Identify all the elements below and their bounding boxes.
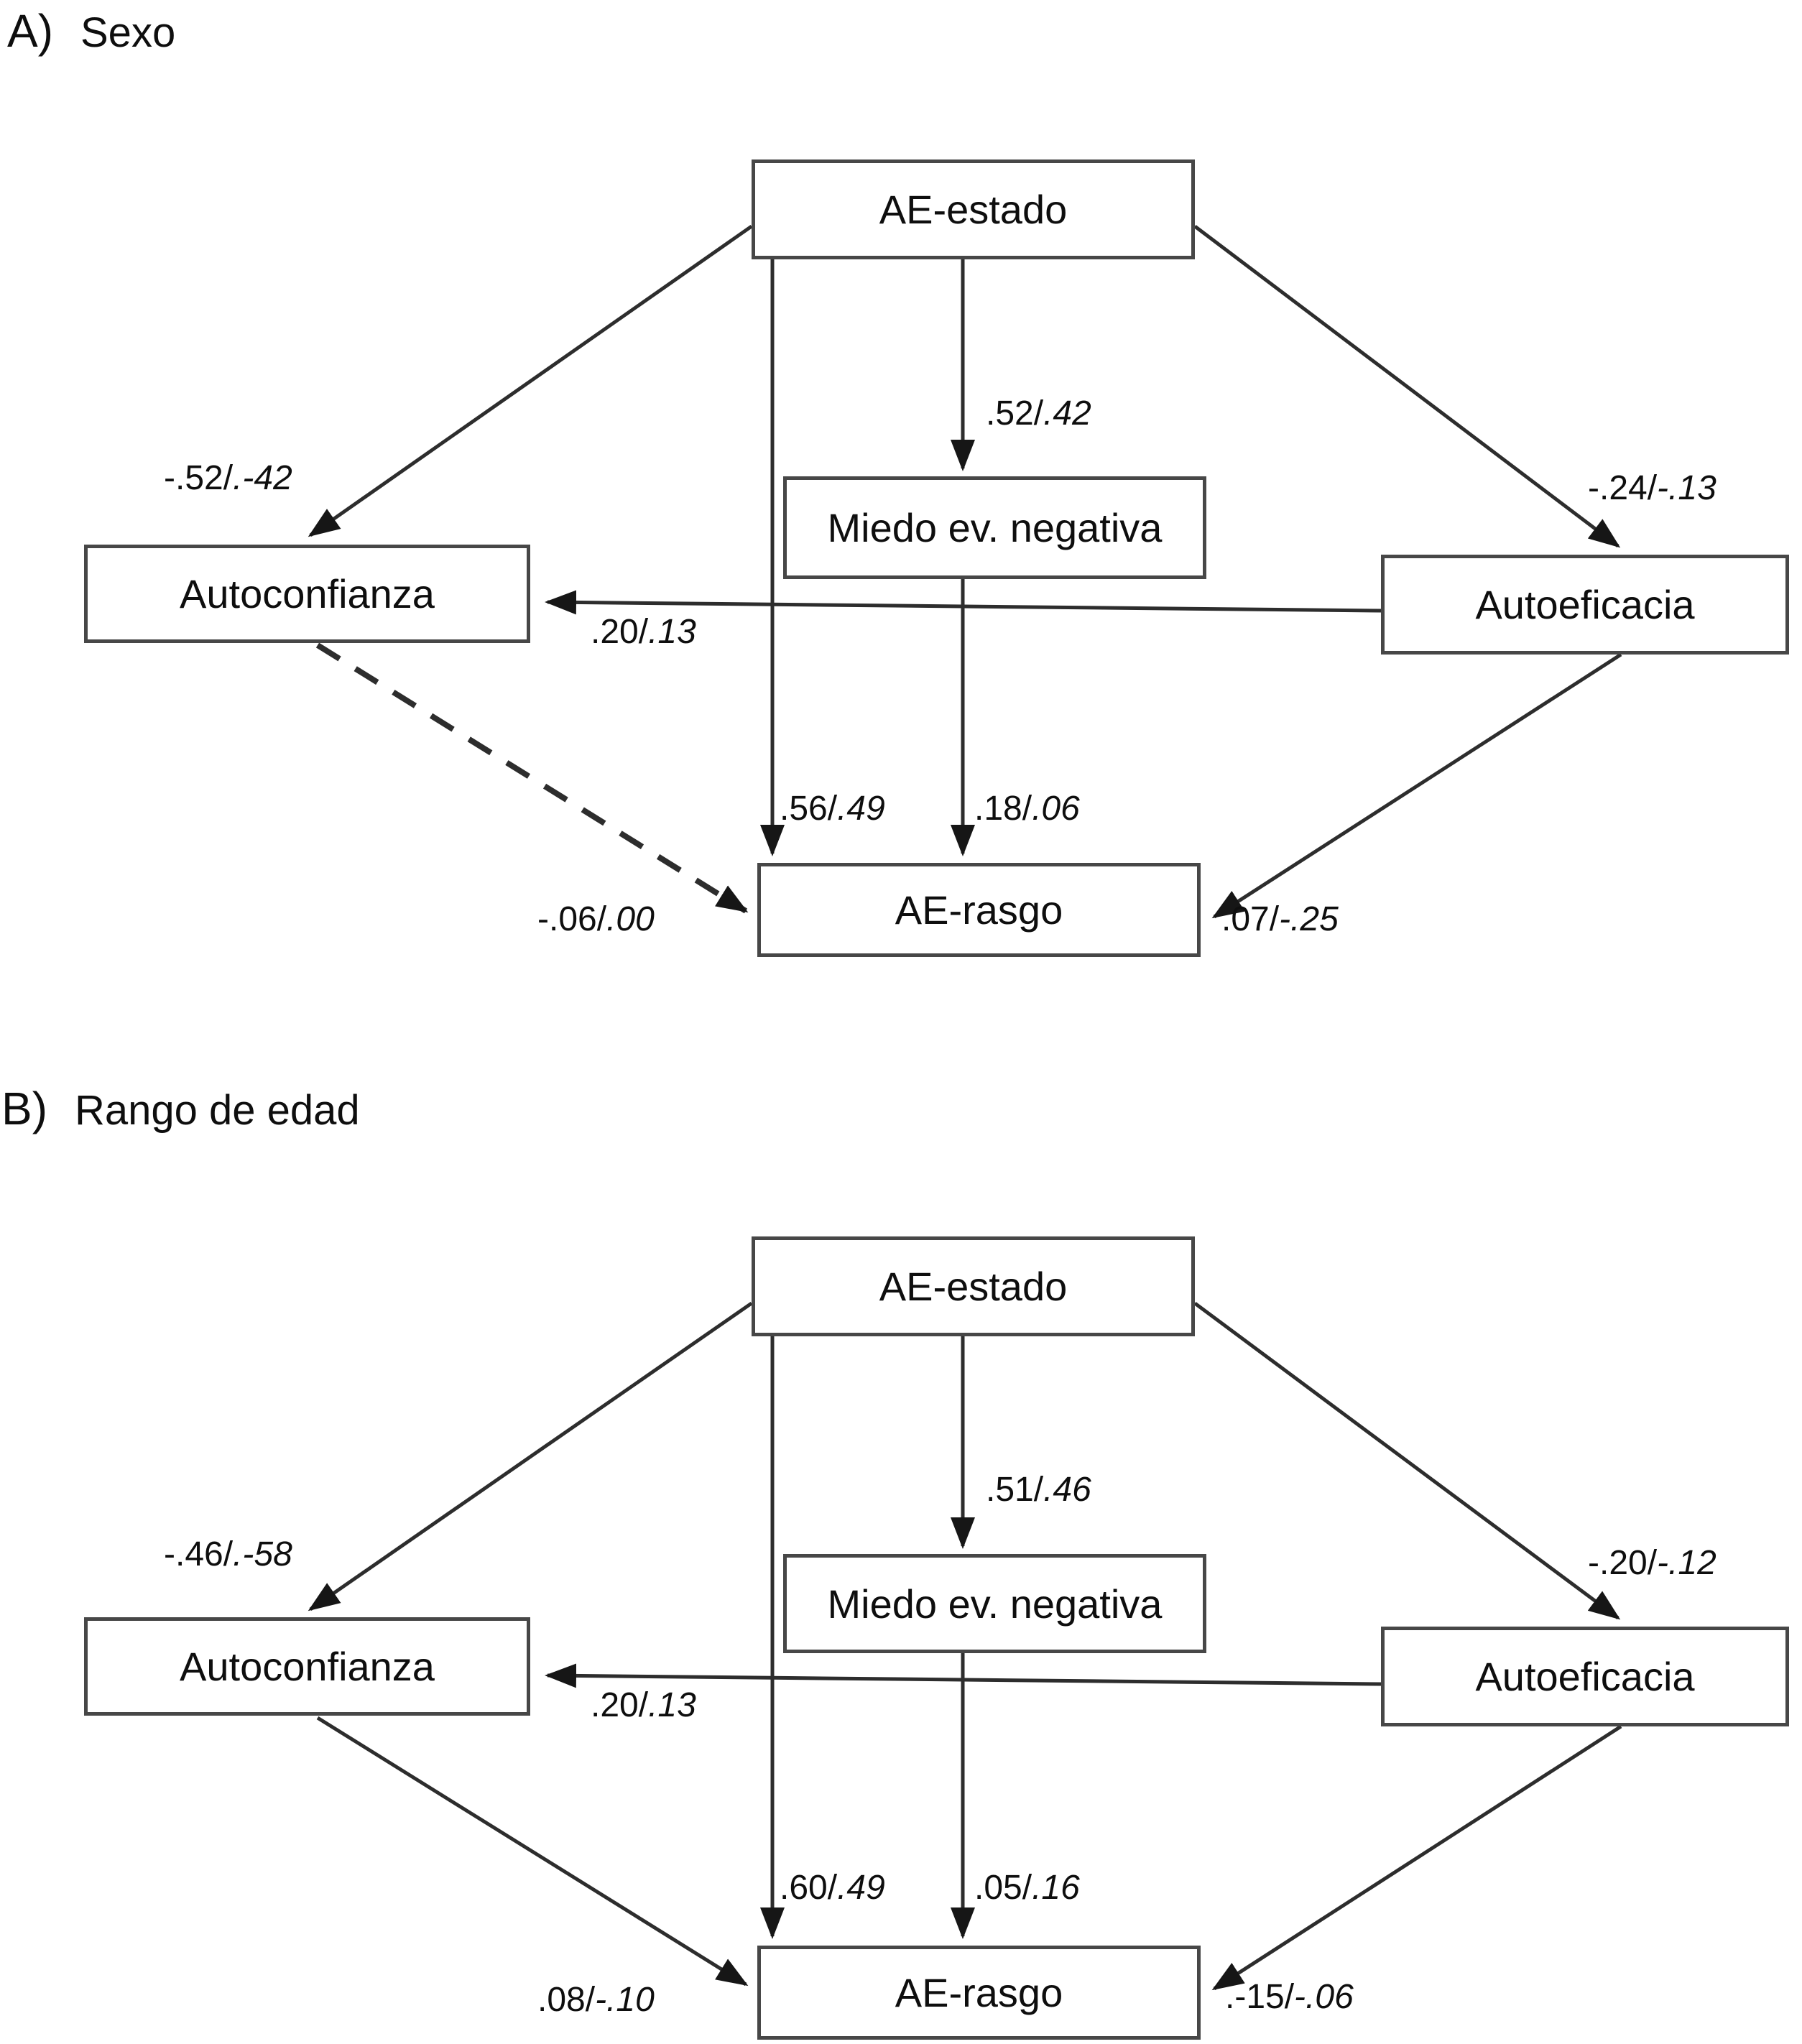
node-b-ae-rasgo-label: AE-rasgo: [895, 1970, 1063, 2015]
edge-a-estado-to-autoconfianza: [308, 224, 753, 537]
node-a-ae-rasgo: AE-rasgo: [757, 863, 1201, 957]
edge-b-estado-to-autoconfianza: [308, 1301, 753, 1611]
coef-b-autoconfianza-rasgo: .08/-.10: [537, 1981, 655, 2019]
node-b-ae-estado-label: AE-estado: [879, 1264, 1068, 1309]
node-b-miedo-label: Miedo ev. negativa: [827, 1581, 1163, 1627]
node-b-autoconfianza: Autoconfianza: [84, 1617, 530, 1716]
edge-a-estado-to-autoeficacia: [1193, 225, 1621, 548]
edge-b-estado-to-autoeficacia: [1193, 1301, 1621, 1620]
panel-a-title-text: Sexo: [80, 9, 176, 56]
node-b-miedo: Miedo ev. negativa: [783, 1554, 1206, 1653]
coef-b-estado-autoeficacia: -.20/-.12: [1588, 1544, 1716, 1582]
coef-b-estado-rasgo: .60/.49: [780, 1869, 885, 1907]
node-a-autoeficacia: Autoeficacia: [1381, 555, 1789, 655]
node-b-ae-rasgo: AE-rasgo: [757, 1946, 1201, 2040]
edge-a-autoeficacia-to-autoconfianza: [545, 590, 1382, 615]
edge-a-autoeficacia-to-rasgo: [1211, 652, 1622, 919]
panel-a-title-letter: A): [7, 5, 53, 57]
node-b-ae-estado: AE-estado: [752, 1236, 1195, 1336]
node-a-autoconfianza-label: Autoconfianza: [180, 571, 435, 616]
node-a-ae-estado-label: AE-estado: [879, 187, 1068, 232]
node-b-autoeficacia: Autoeficacia: [1381, 1627, 1789, 1726]
node-a-miedo-label: Miedo ev. negativa: [827, 505, 1163, 550]
node-a-autoeficacia-label: Autoeficacia: [1475, 582, 1695, 627]
edge-b-autoeficacia-to-rasgo: [1211, 1724, 1622, 1991]
node-a-autoconfianza: Autoconfianza: [84, 545, 530, 643]
edge-a-autoconfianza-to-rasgo-dashed: [315, 642, 749, 914]
node-a-ae-estado: AE-estado: [752, 159, 1195, 259]
coef-a-miedo-rasgo: .18/.06: [974, 790, 1080, 828]
node-b-autoconfianza-label: Autoconfianza: [180, 1644, 435, 1689]
panel-b-title-letter: B): [1, 1083, 47, 1134]
coef-b-estado-autoconfianza: -.46/.-58: [164, 1535, 292, 1573]
coef-a-autoconfianza-rasgo: -.06/.00: [537, 900, 655, 938]
panel-b-title: B) Rango de edad: [1, 1082, 360, 1135]
coef-a-estado-autoconfianza: -.52/.-42: [164, 459, 292, 497]
panel-b-title-text: Rango de edad: [75, 1087, 360, 1134]
edge-b-autoeficacia-to-autoconfianza: [545, 1663, 1382, 1688]
edge-b-autoconfianza-to-rasgo: [316, 1716, 749, 1987]
coef-b-estado-miedo: .51/.46: [986, 1471, 1091, 1509]
node-b-autoeficacia-label: Autoeficacia: [1475, 1654, 1695, 1699]
coef-b-autoeficacia-autoconfianza: .20/.13: [591, 1686, 696, 1724]
node-a-miedo: Miedo ev. negativa: [783, 476, 1206, 579]
coef-a-autoeficacia-rasgo: .07/-.25: [1221, 900, 1339, 938]
coef-a-autoeficacia-autoconfianza: .20/.13: [591, 613, 696, 651]
coef-a-estado-miedo: .52/.42: [986, 394, 1091, 433]
panel-a-title: A) Sexo: [7, 4, 175, 57]
coef-b-miedo-rasgo: .05/.16: [974, 1869, 1080, 1907]
node-a-ae-rasgo-label: AE-rasgo: [895, 887, 1063, 933]
coef-a-estado-rasgo: .56/.49: [780, 790, 885, 828]
coef-b-autoeficacia-rasgo: .-15/-.06: [1225, 1978, 1354, 2016]
coef-a-estado-autoeficacia: -.24/-.13: [1588, 469, 1716, 507]
